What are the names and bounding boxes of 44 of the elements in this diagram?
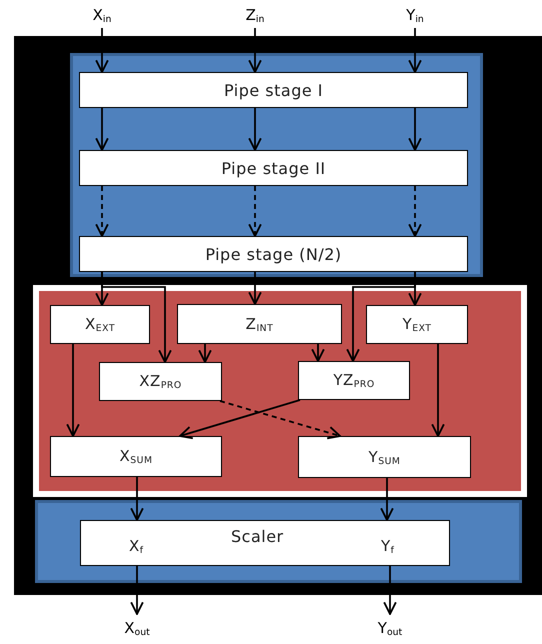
arrow — [95, 186, 109, 237]
process-box: X$_{SUM}$ — [50, 436, 222, 477]
arrow — [248, 186, 262, 237]
arrow — [408, 28, 422, 73]
signal-label: X$_{in}$ — [80, 2, 124, 28]
arrow — [101, 272, 172, 363]
arrow — [130, 566, 144, 615]
arrow — [220, 400, 341, 440]
signal-label: Y$_{out}$ — [366, 614, 414, 642]
process-box: Pipe stage I — [79, 72, 468, 108]
arrow — [311, 344, 325, 362]
process-box: Pipe stage II — [79, 150, 468, 186]
arrow — [346, 272, 416, 362]
process-box: Y$_{EXT}$ — [366, 305, 468, 344]
processing-panel — [33, 285, 527, 497]
arrow — [248, 28, 262, 73]
process-box: Z$_{INT}$ — [177, 304, 342, 344]
process-box — [80, 520, 450, 566]
arrow — [383, 566, 397, 615]
process-box: X$_{EXT}$ — [50, 305, 150, 344]
signal-label: X$_{out}$ — [113, 614, 161, 642]
signal-label: Y$_{in}$ — [393, 2, 437, 28]
arrow — [95, 108, 109, 151]
box-title: Scaler — [231, 527, 284, 546]
process-box: Y$_{SUM}$ — [298, 436, 471, 478]
process-box: YZ$_{PRO}$ — [298, 361, 410, 400]
arrow — [66, 344, 80, 437]
arrow — [248, 272, 262, 305]
arrow — [380, 478, 394, 521]
arrow — [179, 399, 300, 440]
stage-panel — [70, 53, 483, 277]
signal-label: Z$_{in}$ — [233, 2, 277, 28]
process-box: XZ$_{PRO}$ — [99, 362, 222, 401]
stage-panel — [35, 500, 522, 583]
arrow — [95, 28, 109, 73]
process-box: Pipe stage (N/2) — [79, 236, 468, 272]
arrow — [408, 108, 422, 151]
arrow — [431, 344, 445, 437]
arrow — [408, 186, 422, 237]
arrow — [198, 344, 212, 363]
signal-label: X$_{f}$ — [129, 537, 144, 556]
signal-label: Y$_{f}$ — [381, 537, 394, 556]
arrow — [130, 477, 144, 521]
arrow — [248, 108, 262, 151]
